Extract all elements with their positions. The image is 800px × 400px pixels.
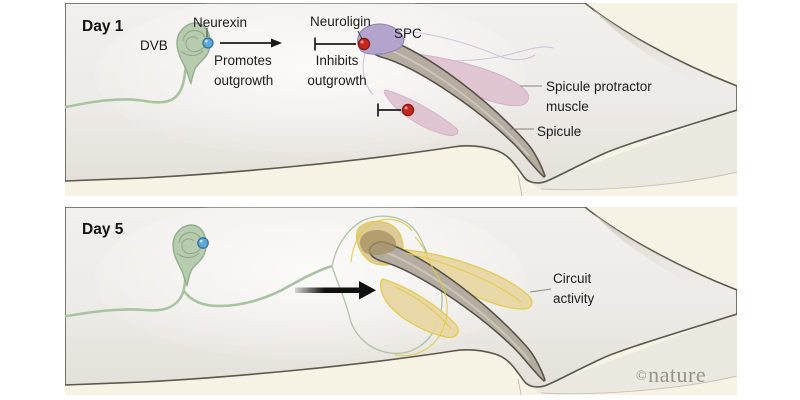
neurexin-dot (202, 37, 214, 49)
promotes-arrow-icon (220, 38, 282, 48)
neurexin-label: Neurexin (193, 15, 248, 30)
neuroligin-label: Neuroligin (310, 14, 371, 29)
spc-label: SPC (394, 26, 422, 41)
neuroligin-dot-upper (357, 37, 371, 51)
neuroligin-pointer-line (357, 30, 363, 40)
neuroligin-dot-lower (401, 103, 415, 117)
ventral-muscle-active (379, 278, 459, 339)
dvb-soma (172, 224, 207, 288)
neurexin-dot (197, 237, 209, 249)
spicule-protractor-muscle-label: Spicule protractor muscle (546, 79, 652, 114)
circuit-activity-label: Circuit activity (553, 271, 595, 306)
promotes-outgrowth-label: Promotes outgrowth (214, 53, 274, 88)
nature-wordmark: nature (648, 362, 707, 387)
outgrowth-arrow-icon (295, 281, 376, 300)
activity-outline-traces (350, 218, 522, 357)
panel-title-day1: Day 1 (82, 18, 124, 35)
dvb-label: DVB (140, 38, 168, 53)
circuit-pointer-line (529, 288, 552, 293)
spicule-label: Spicule (537, 124, 582, 139)
nature-watermark: ©nature (636, 362, 706, 388)
inhibits-tbar-lower (377, 103, 401, 117)
dvb-soma (176, 22, 211, 86)
panel-day5: Day 5 Circuit activity ©nature (65, 207, 737, 395)
ventral-protractor-muscle (383, 89, 459, 136)
copyright-icon: © (636, 369, 648, 384)
inhibits-outgrowth-label: Inhibits outgrowth (307, 53, 367, 88)
panel-day1: Day 1 DVB Neurexin Promotes outgrowth Ne… (65, 3, 737, 196)
spc-cell-active (359, 230, 397, 256)
inhibits-tbar-upper (314, 37, 356, 51)
panel-title-day5: Day 5 (82, 221, 124, 238)
dvb-axon (65, 58, 189, 109)
